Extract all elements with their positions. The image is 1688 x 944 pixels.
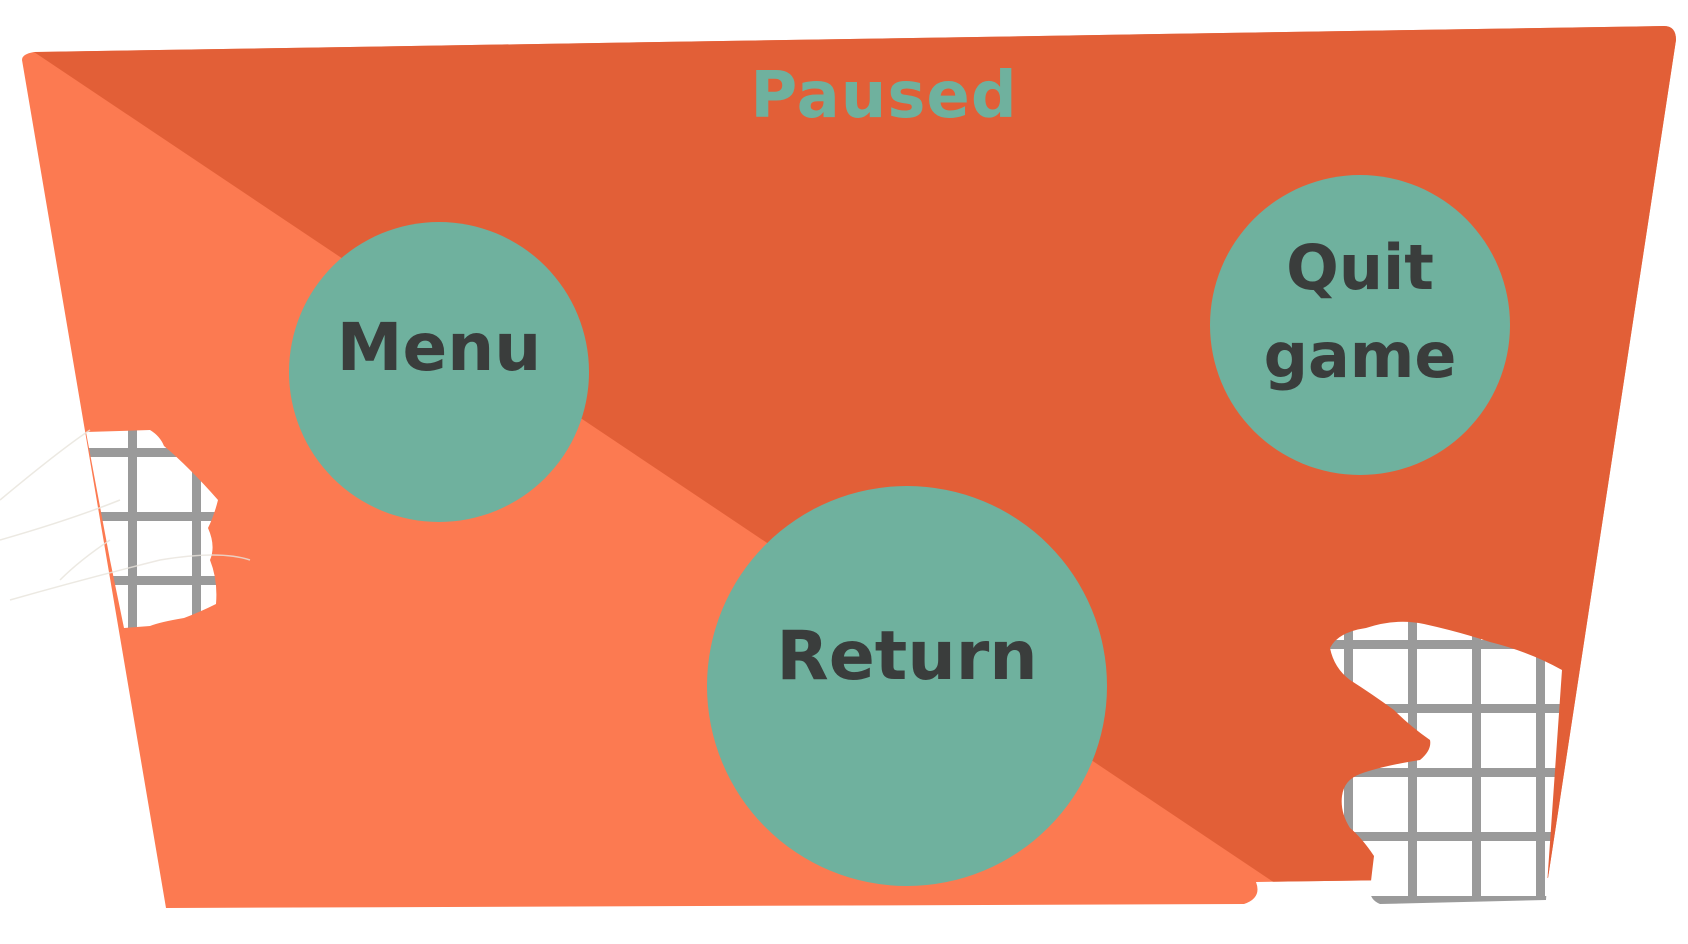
menu-button-label: Menu <box>336 309 542 386</box>
menu-button[interactable]: Menu <box>289 222 589 522</box>
return-button[interactable]: Return <box>707 486 1107 886</box>
quit-game-button-label-line2: game <box>1263 319 1457 392</box>
paused-title: Paused <box>750 59 1018 133</box>
quit-game-button[interactable]: Quit game <box>1210 175 1510 475</box>
background-scribble <box>0 429 251 601</box>
quit-game-button-label-line1: Quit <box>1286 231 1434 304</box>
return-button-label: Return <box>776 617 1038 696</box>
